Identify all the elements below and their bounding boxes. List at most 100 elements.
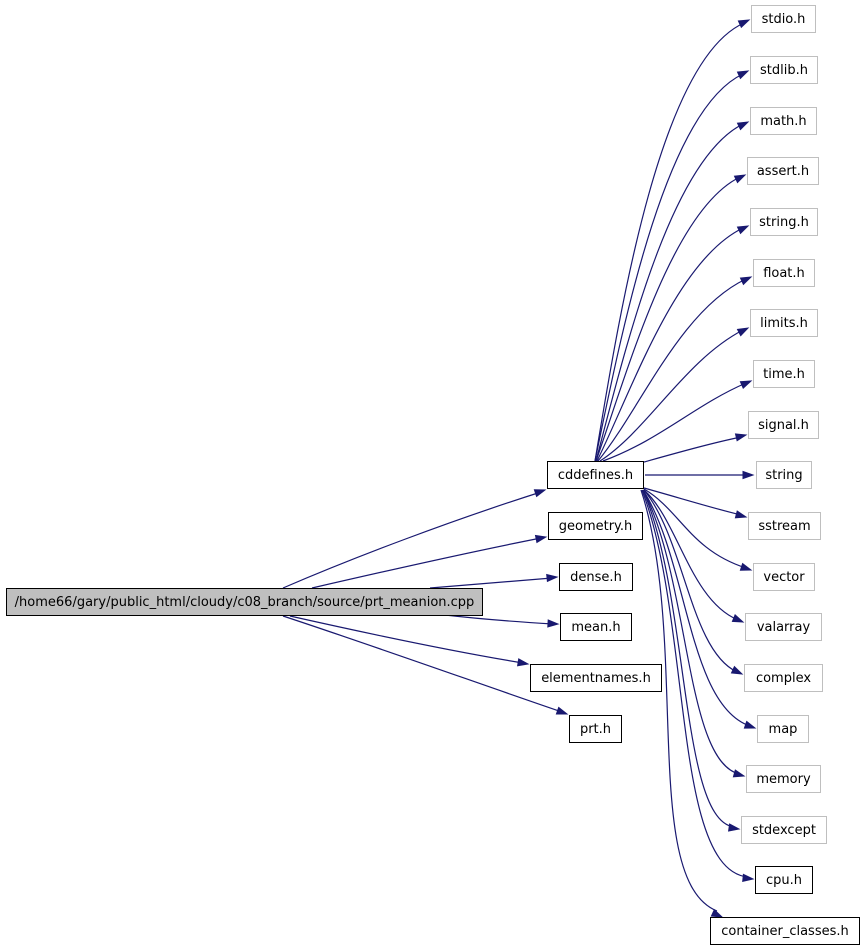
node-string-h[interactable]: string.h (750, 208, 818, 236)
edge-cddefines-float-arrowhead (739, 276, 753, 286)
edge-cddefines-container-classes-arrowhead (710, 908, 724, 918)
node-sstream-label: sstream (758, 518, 811, 534)
edge-cddefines-time-arrowhead (739, 380, 753, 390)
node-string-label: string (765, 467, 803, 483)
node-string-h-label: string.h (759, 214, 809, 230)
edge-cddefines-valarray (643, 489, 739, 621)
node-map[interactable]: map (757, 715, 809, 743)
edge-cddefines-map (642, 489, 751, 727)
edge-root-dense-arrowhead (546, 573, 559, 583)
edge-cddefines-stdio (594, 22, 745, 462)
node-stdlib-label: stdlib.h (760, 62, 808, 78)
edge-root-elementnames (289, 615, 524, 664)
node-mean-label: mean.h (571, 619, 621, 635)
node-valarray-label: valarray (756, 619, 811, 635)
node-prt[interactable]: prt.h (569, 715, 622, 743)
edge-cddefines-string-h-arrowhead (736, 225, 750, 235)
node-string[interactable]: string (756, 461, 812, 489)
node-float-label: float.h (763, 265, 805, 281)
node-geometry-label: geometry.h (558, 518, 633, 534)
node-prt-label: prt.h (579, 721, 612, 737)
edge-cddefines-string-arrowhead (742, 470, 755, 480)
edge-root-cddefines (282, 491, 542, 589)
node-valarray[interactable]: valarray (745, 613, 822, 641)
node-container-classes-label: container_classes.h (721, 923, 849, 939)
node-stdexcept-label: stdexcept (752, 822, 816, 838)
edge-root-mean-arrowhead (547, 619, 560, 628)
edge-cddefines-string-h (596, 227, 744, 462)
edge-cddefines-limits-arrowhead (736, 327, 750, 337)
node-time[interactable]: time.h (753, 360, 815, 388)
edge-cddefines-stdlib-arrowhead (736, 70, 750, 80)
node-cpu[interactable]: cpu.h (755, 866, 813, 894)
node-vector[interactable]: vector (753, 563, 815, 591)
node-memory[interactable]: memory (746, 765, 821, 793)
node-root[interactable]: /home66/gary/public_html/cloudy/c08_bran… (6, 588, 483, 616)
edge-cddefines-stdexcept (642, 489, 735, 828)
edge-cddefines-limits (599, 329, 744, 462)
node-dense-label: dense.h (570, 569, 622, 585)
node-float[interactable]: float.h (753, 259, 815, 287)
node-stdlib[interactable]: stdlib.h (750, 56, 818, 84)
edge-cddefines-complex-arrowhead (730, 665, 744, 675)
edge-cddefines-sstream (643, 487, 742, 516)
edge-cddefines-sstream-arrowhead (734, 510, 748, 519)
edge-root-elementnames-arrowhead (516, 658, 530, 667)
edge-root-cddefines-arrowhead (533, 489, 547, 498)
edge-cddefines-stdexcept-arrowhead (728, 823, 741, 832)
node-cddefines[interactable]: cddefines.h (547, 461, 644, 489)
node-math-label: math.h (760, 113, 807, 129)
edge-cddefines-math (595, 123, 744, 462)
node-elementnames-label: elementnames.h (541, 670, 651, 686)
edge-root-prt-arrowhead (555, 706, 569, 715)
node-dense[interactable]: dense.h (559, 563, 633, 591)
edge-cddefines-math-arrowhead (736, 121, 750, 131)
edge-cddefines-float (597, 278, 747, 462)
edge-cddefines-assert (595, 176, 741, 462)
edge-cddefines-vector-arrowhead (739, 562, 753, 571)
node-limits[interactable]: limits.h (750, 309, 818, 337)
edge-cddefines-assert-arrowhead (733, 174, 747, 184)
node-vector-label: vector (763, 569, 805, 585)
edge-cddefines-memory-arrowhead (732, 769, 746, 778)
edge-cddefines-stdio-arrowhead (737, 19, 751, 29)
node-root-label: /home66/gary/public_html/cloudy/c08_bran… (14, 594, 475, 610)
node-map-label: map (768, 721, 798, 737)
edge-cddefines-cpu-arrowhead (742, 873, 755, 883)
edge-root-geometry-arrowhead (534, 534, 548, 544)
edge-cddefines-valarray-arrowhead (731, 614, 745, 623)
node-assert[interactable]: assert.h (747, 157, 819, 185)
node-sstream[interactable]: sstream (748, 512, 821, 540)
edge-cddefines-stdlib (594, 73, 744, 462)
edge-cddefines-signal-arrowhead (734, 433, 748, 442)
node-limits-label: limits.h (760, 315, 808, 331)
node-signal-label: signal.h (758, 417, 809, 433)
node-complex[interactable]: complex (744, 664, 823, 692)
node-stdexcept[interactable]: stdexcept (741, 816, 827, 844)
node-signal[interactable]: signal.h (748, 411, 819, 439)
node-elementnames[interactable]: elementnames.h (530, 664, 662, 692)
node-geometry[interactable]: geometry.h (548, 512, 643, 540)
node-cpu-label: cpu.h (765, 872, 802, 888)
edge-root-prt (282, 615, 563, 713)
node-mean[interactable]: mean.h (560, 613, 632, 641)
edge-cddefines-complex (643, 489, 738, 673)
node-complex-label: complex (755, 670, 812, 686)
node-assert-label: assert.h (756, 163, 810, 179)
node-math[interactable]: math.h (750, 107, 817, 135)
node-stdio[interactable]: stdio.h (751, 5, 816, 33)
node-memory-label: memory (756, 771, 811, 787)
edge-root-geometry (311, 537, 542, 589)
edge-cddefines-signal (643, 436, 742, 463)
node-cddefines-label: cddefines.h (557, 467, 634, 483)
edge-cddefines-memory (642, 489, 740, 775)
node-time-label: time.h (763, 366, 805, 382)
edge-cddefines-cpu (641, 489, 749, 878)
edge-cddefines-vector (643, 488, 747, 569)
node-container-classes[interactable]: container_classes.h (710, 917, 860, 945)
edge-cddefines-time (602, 382, 747, 462)
edge-cddefines-map-arrowhead (743, 720, 757, 729)
node-stdio-label: stdio.h (761, 11, 806, 27)
